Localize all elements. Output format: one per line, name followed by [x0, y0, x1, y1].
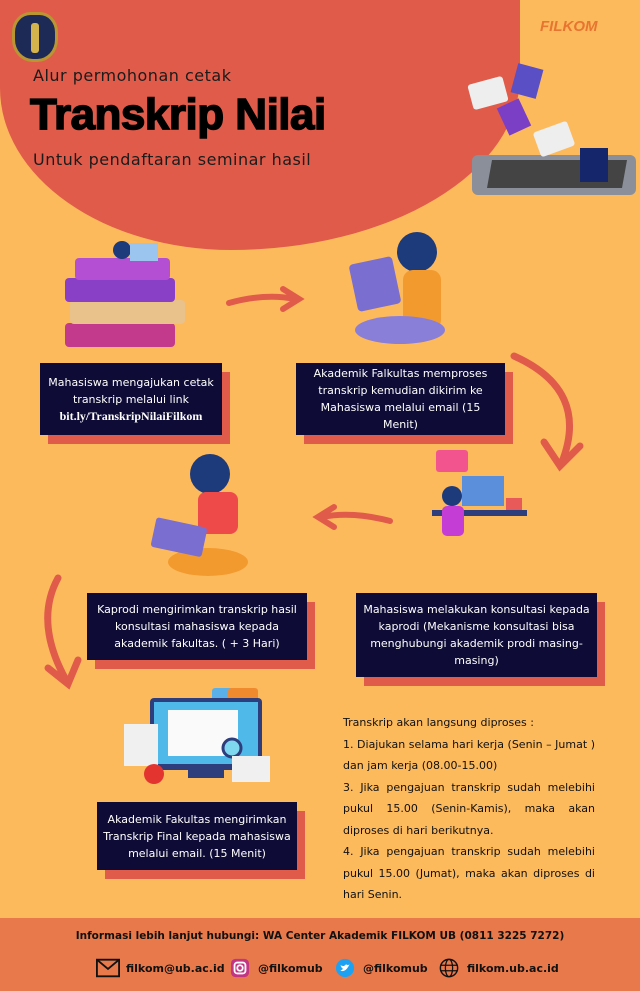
step-1-link[interactable]: bit.ly/TranskripNilaiFilkom: [59, 408, 203, 423]
twitter-icon: [335, 958, 355, 978]
note-item: 3. Jika pengajuan transkrip sudah melebi…: [343, 780, 595, 837]
globe-icon: [439, 958, 459, 978]
contact-twitter-label: @filkomub: [363, 961, 428, 975]
contact-website-label: filkom.ub.ac.id: [467, 961, 559, 975]
processing-notes: Transkrip akan langsung diproses : 1. Di…: [343, 712, 595, 906]
step-4-box: Kaprodi mengirimkan transkrip hasil kons…: [87, 593, 307, 660]
contact-email-label: filkom@ub.ac.id: [126, 961, 225, 975]
student-laptop-illustration: [349, 232, 445, 344]
subtitle: Untuk pendaftaran seminar hasil: [33, 150, 312, 169]
step-1-line-2: transkrip melalui link: [72, 392, 190, 406]
step-1-line-1: Mahasiswa mengajukan cetak: [48, 375, 214, 389]
books-tablet-illustration: [467, 63, 636, 195]
pretitle: Alur permohonan cetak: [33, 66, 232, 85]
page-title: Transkrip Nilai: [29, 89, 327, 140]
mail-icon: [96, 958, 120, 978]
step-2-text: Akademik Falkultas memproses transkrip k…: [313, 367, 488, 431]
footer: [0, 918, 640, 991]
step-2-box: Akademik Falkultas memproses transkrip k…: [296, 363, 505, 435]
footer-info: Informasi lebih lanjut hubungi: WA Cente…: [75, 930, 565, 942]
curved-arrow-down-left-icon: [44, 574, 82, 690]
instagram-icon: [230, 958, 250, 978]
filkom-logo: FILKOM: [540, 18, 598, 35]
contact-instagram[interactable]: @filkomub: [228, 958, 323, 978]
contact-website[interactable]: filkom.ub.ac.id: [437, 958, 559, 978]
contact-email[interactable]: filkom@ub.ac.id: [96, 958, 225, 978]
student-desk-illustration: [432, 450, 527, 536]
arrow-left-icon: [312, 504, 393, 530]
step-5-box: Akademik Fakultas mengirimkan Transkrip …: [97, 802, 297, 870]
note-item: 4. Jika pengajuan transkrip sudah melebi…: [343, 845, 595, 901]
contact-twitter[interactable]: @filkomub: [333, 958, 428, 978]
step-1-box: Mahasiswa mengajukan cetak transkrip mel…: [40, 363, 222, 435]
step-3-box: Mahasiswa melakukan konsultasi kepada ka…: [356, 593, 597, 677]
step-3-text: Mahasiswa melakukan konsultasi kepada ka…: [363, 603, 590, 667]
arrow-right-icon: [226, 286, 305, 312]
student-sitting-laptop-illustration: [150, 454, 248, 576]
student-on-books-illustration: [65, 241, 185, 347]
step-4-text: Kaprodi mengirimkan transkrip hasil kons…: [97, 603, 297, 650]
monitor-book-illustration: [124, 688, 270, 784]
university-logo: [12, 12, 58, 62]
step-5-text: Akademik Fakultas mengirimkan Transkrip …: [103, 812, 291, 860]
note-item: 1. Diajukan selama hari kerja (Senin – J…: [343, 737, 595, 773]
curved-arrow-down-right-icon: [510, 352, 584, 472]
contact-instagram-label: @filkomub: [258, 961, 323, 975]
notes-heading: Transkrip akan langsung diproses :: [343, 716, 534, 729]
